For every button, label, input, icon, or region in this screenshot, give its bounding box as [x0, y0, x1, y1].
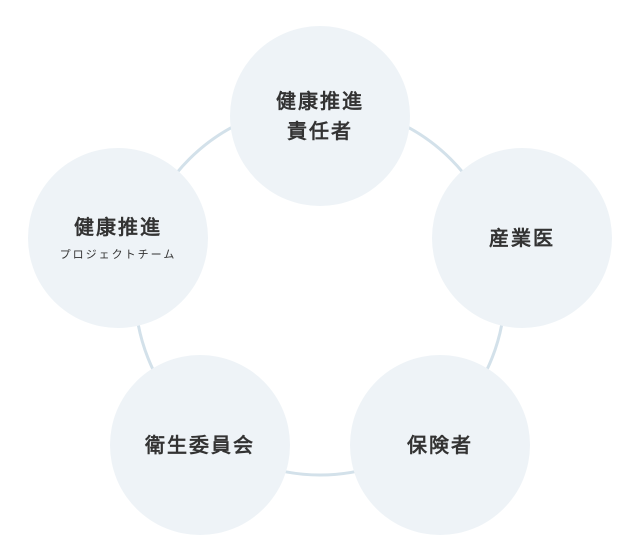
node-health-committee: 衛生委員会 — [110, 355, 290, 535]
node-label: 健康推進 — [74, 215, 162, 239]
node-label-line2: 責任者 — [287, 119, 353, 143]
node-label: 保険者 — [407, 433, 473, 457]
node-insurer: 保険者 — [350, 355, 530, 535]
node-label: 産業医 — [489, 226, 555, 250]
node-health-project-team: 健康推進 プロジェクトチーム — [28, 148, 208, 328]
node-label: 衛生委員会 — [145, 433, 255, 457]
node-label: 健康推進 — [276, 89, 364, 113]
node-health-promotion-manager: 健康推進 責任者 — [230, 26, 410, 206]
node-industrial-physician: 産業医 — [432, 148, 612, 328]
node-sublabel: プロジェクトチーム — [59, 248, 177, 261]
